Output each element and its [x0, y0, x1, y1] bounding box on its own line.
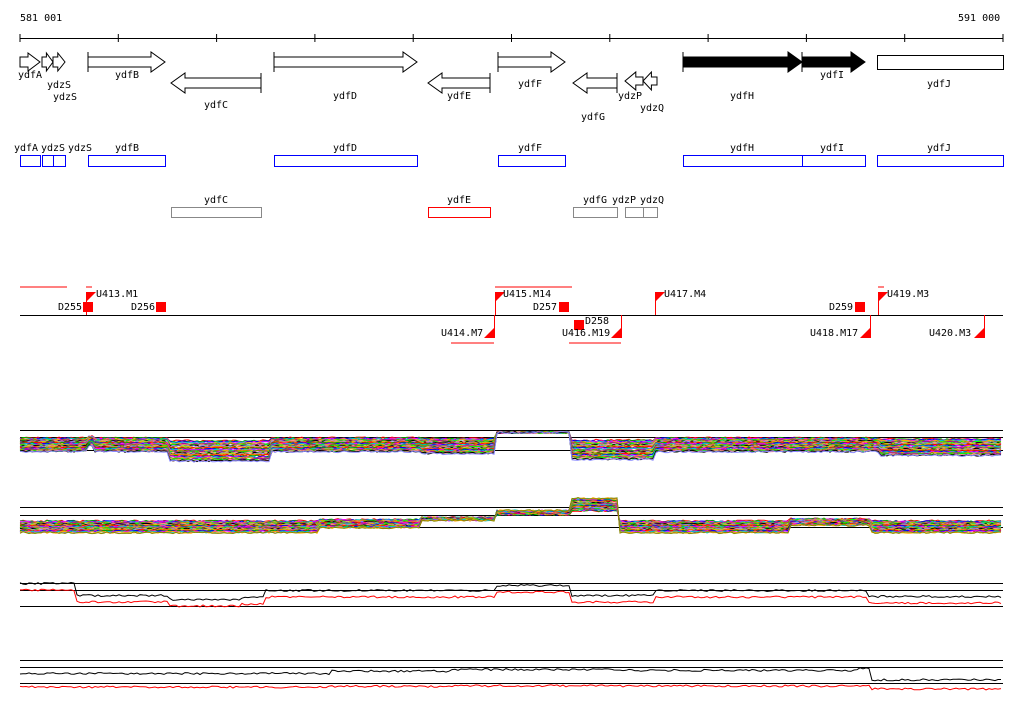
- fwd-box-label: ydfA: [14, 143, 39, 154]
- promoter-flag-icon: [878, 292, 888, 302]
- terminator-block-icon: [156, 302, 166, 312]
- gene-label-ydzQ: ydzQ: [640, 103, 665, 114]
- terminator-block-icon: [574, 320, 584, 330]
- fwd-box-ydfB[interactable]: [88, 155, 166, 167]
- gene-arrow-ydfD[interactable]: [273, 51, 418, 73]
- expression-series-expression-pair-1: [19, 581, 1002, 601]
- gene-ydfJ[interactable]: [877, 55, 1004, 70]
- ruler-start-label: 581 001: [20, 13, 63, 24]
- marker-label-u418-m17: U418.M17: [810, 328, 859, 339]
- marker-label-u413-m1: U413.M1: [96, 289, 139, 300]
- gene-arrow-ydzQ[interactable]: [642, 70, 658, 92]
- rev-box-label: ydfG: [583, 195, 608, 206]
- gene-arrow-ydfH[interactable]: [682, 51, 803, 73]
- marker-label-u419-m3: U419.M3: [887, 289, 930, 300]
- promoter-flag-icon: [495, 292, 505, 302]
- expression-series-expression-pair-1: [19, 588, 1002, 608]
- marker-label-u416-m19: U416.M19: [562, 328, 611, 339]
- ruler-end-label: 591 000: [958, 13, 1001, 24]
- expression-series-expression-multi-1: [19, 430, 1002, 463]
- fwd-box-ydfF[interactable]: [498, 155, 566, 167]
- fwd-box-label: ydfI: [820, 143, 845, 154]
- marker-label-u420-m3: U420.M3: [929, 328, 972, 339]
- gene-arrow-ydzS[interactable]: [52, 51, 66, 73]
- gene-arrow-ydzP[interactable]: [624, 70, 644, 92]
- fwd-box-label: ydzS: [41, 143, 66, 154]
- promoter-flag-icon: [611, 328, 621, 338]
- gene-label-ydfD: ydfD: [333, 91, 358, 102]
- rev-box-ydzQ[interactable]: [643, 207, 658, 218]
- marker-label-u414-m7: U414.M7: [441, 328, 484, 339]
- gene-arrow-ydfG[interactable]: [572, 72, 618, 94]
- fwd-box-ydzS[interactable]: [53, 155, 66, 167]
- gene-label-ydfA: ydfA: [18, 70, 43, 81]
- expression-series-expression-pair-2: [19, 684, 1002, 691]
- gene-label-ydzS: ydzS: [53, 92, 78, 103]
- fwd-box-label: ydfJ: [927, 143, 952, 154]
- gene-label-ydfF: ydfF: [518, 79, 543, 90]
- rev-box-label: ydzQ: [640, 195, 665, 206]
- terminator-block-icon: [559, 302, 569, 312]
- rev-box-ydfE[interactable]: [428, 207, 491, 218]
- gene-label-ydfC: ydfC: [204, 100, 229, 111]
- expression-series-expression-multi-2: [19, 497, 1002, 535]
- fwd-box-label: ydfD: [333, 143, 358, 154]
- rev-box-label: ydzP: [612, 195, 637, 206]
- gene-label-ydzP: ydzP: [618, 91, 643, 102]
- fwd-box-ydzS[interactable]: [42, 155, 54, 167]
- rev-box-ydfC[interactable]: [171, 207, 262, 218]
- promoter-flag-icon: [655, 292, 665, 302]
- gene-label-ydfJ: ydfJ: [927, 79, 952, 90]
- terminator-block-icon: [83, 302, 93, 312]
- gene-label-ydfG: ydfG: [581, 112, 606, 123]
- rev-box-label: ydfC: [204, 195, 229, 206]
- fwd-box-label: ydfF: [518, 143, 543, 154]
- gene-arrow-ydfE[interactable]: [427, 72, 491, 94]
- fwd-box-ydfD[interactable]: [274, 155, 418, 167]
- expression-series-expression-pair-2: [19, 667, 1001, 682]
- promoter-flag-icon: [860, 328, 870, 338]
- rev-box-label: ydfE: [447, 195, 472, 206]
- gene-label-ydzS: ydzS: [47, 80, 72, 91]
- promoter-flag-icon: [86, 292, 96, 302]
- marker-label-u417-m4: U417.M4: [664, 289, 707, 300]
- promoter-flag-icon: [974, 328, 984, 338]
- marker-label-d255: D255: [58, 302, 83, 313]
- marker-label-d256: D256: [131, 302, 156, 313]
- gene-label-ydfI: ydfI: [820, 70, 845, 81]
- fwd-box-label: ydzS: [68, 143, 93, 154]
- rev-box-ydzP[interactable]: [625, 207, 644, 218]
- fwd-box-ydfJ[interactable]: [877, 155, 1004, 167]
- terminator-block-icon: [855, 302, 865, 312]
- rev-box-ydfG[interactable]: [573, 207, 618, 218]
- gene-arrow-ydfF[interactable]: [497, 51, 566, 73]
- fwd-box-ydfA[interactable]: [20, 155, 41, 167]
- promoter-flag-icon: [484, 328, 494, 338]
- marker-label-u415-m14: U415.M14: [503, 289, 552, 300]
- gene-arrow-ydfC[interactable]: [170, 72, 262, 94]
- gene-label-ydfB: ydfB: [115, 70, 140, 81]
- gene-arrow-ydzS[interactable]: [41, 51, 54, 73]
- fwd-box-label: ydfB: [115, 143, 140, 154]
- gene-arrow-ydfB[interactable]: [87, 51, 166, 73]
- gene-label-ydfH: ydfH: [730, 91, 755, 102]
- marker-label-d259: D259: [829, 302, 854, 313]
- fwd-box-ydfI[interactable]: [802, 155, 866, 167]
- marker-label-d257: D257: [533, 302, 558, 313]
- gene-arrow-ydfA[interactable]: [19, 52, 41, 72]
- gene-arrow-ydfI[interactable]: [801, 51, 866, 73]
- fwd-box-ydfH[interactable]: [683, 155, 803, 167]
- gene-label-ydfE: ydfE: [447, 91, 472, 102]
- fwd-box-label: ydfH: [730, 143, 755, 154]
- marker-label-d258: D258: [585, 316, 610, 327]
